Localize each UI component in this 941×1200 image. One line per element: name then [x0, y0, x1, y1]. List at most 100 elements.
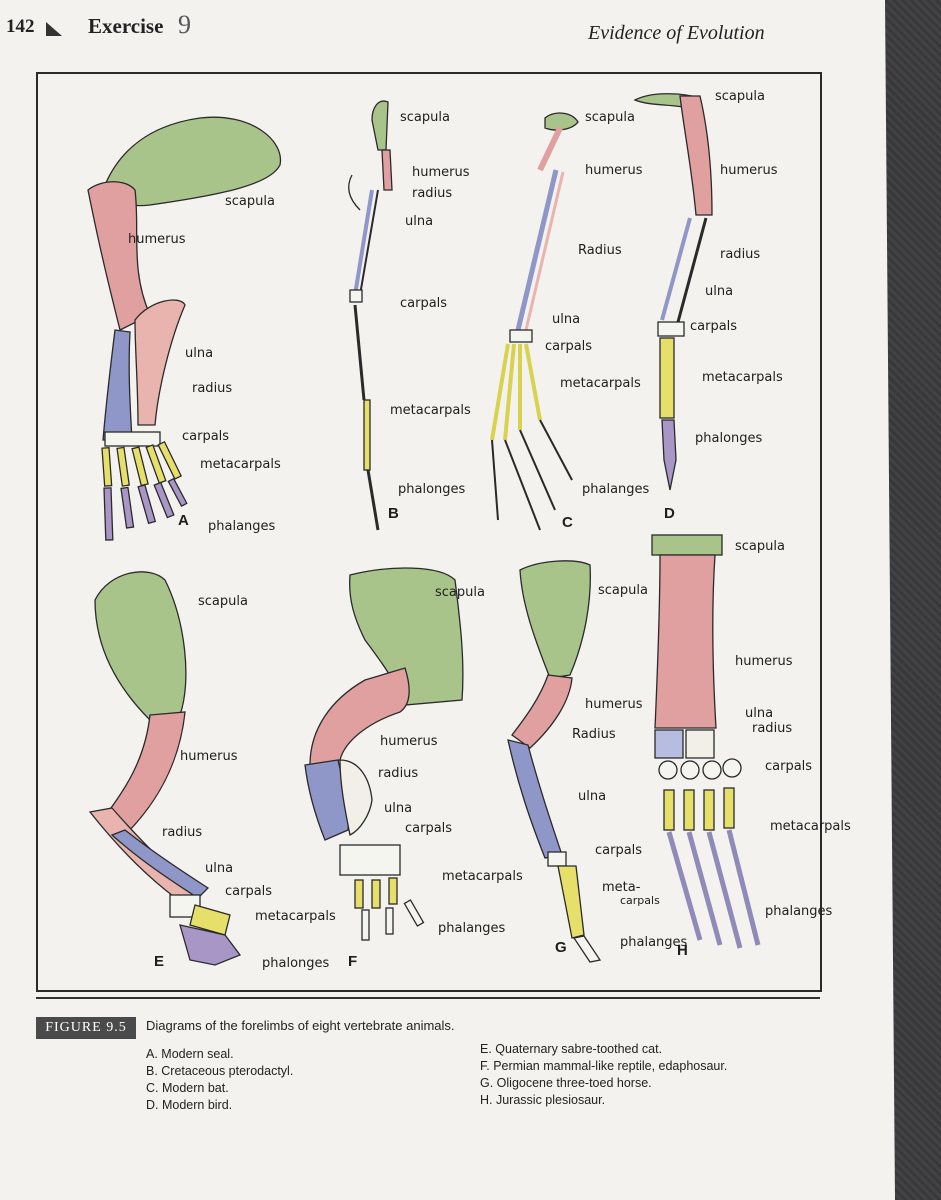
legend-item-d: D. Modern bird.	[146, 1098, 233, 1112]
h-label-scapula: scapula	[735, 539, 785, 554]
f-metacarpals	[354, 877, 398, 909]
b-carpals	[349, 289, 363, 303]
b-ulna	[359, 189, 379, 296]
panel-letter-d: D	[664, 505, 675, 522]
f-scapula	[349, 567, 464, 706]
b-label-radius: radius	[412, 186, 452, 201]
c-label-phalanges: phalanges	[582, 482, 650, 497]
b-humerus	[381, 149, 393, 191]
panel-letter-e: E	[154, 953, 164, 970]
h-ulna	[685, 729, 715, 759]
b-label-carpals: carpals	[400, 296, 447, 311]
c-label-ulna: ulna	[552, 312, 580, 327]
panel-b-limb	[348, 100, 393, 531]
e-label-scapula: scapula	[198, 594, 248, 609]
f-label-scapula: scapula	[435, 585, 485, 600]
g-label-humerus: humerus	[585, 697, 643, 712]
c-phalanges	[491, 419, 573, 531]
e-label-radius: radius	[162, 825, 202, 840]
panel-h-limb	[651, 534, 761, 949]
panel-c-limb	[490, 112, 579, 531]
c-ulna	[524, 171, 565, 331]
e-label-ulna: ulna	[205, 861, 233, 876]
c-label-metacarpals: metacarpals	[560, 376, 641, 391]
f-label-radius: radius	[378, 766, 418, 781]
g-phalanges	[572, 935, 602, 963]
d-label-ulna: ulna	[705, 284, 733, 299]
panel-a-limb	[87, 116, 282, 541]
panel-e-limb	[88, 571, 242, 966]
d-label-radius: radius	[720, 247, 760, 262]
a-label-scapula: scapula	[225, 194, 275, 209]
c-label-radius: Radius	[578, 243, 622, 258]
b-label-ulna: ulna	[405, 214, 433, 229]
c-carpals	[509, 329, 533, 343]
b-radius	[353, 189, 374, 296]
a-label-carpals: carpals	[182, 429, 229, 444]
c-scapula	[544, 112, 579, 131]
c-label-humerus: humerus	[585, 163, 643, 178]
legend-item-b: B. Cretaceous pterodactyl.	[146, 1064, 294, 1078]
d-label-humerus: humerus	[720, 163, 778, 178]
a-scapula	[104, 116, 282, 207]
e-scapula	[94, 571, 187, 721]
panel-g-limb	[507, 560, 602, 963]
c-humerus	[537, 126, 563, 172]
e-label-humerus: humerus	[180, 749, 238, 764]
g-humerus	[511, 674, 573, 749]
panel-letter-b: B	[388, 505, 399, 522]
h-label-carpals: carpals	[765, 759, 812, 774]
a-label-phalanges: phalanges	[208, 519, 276, 534]
a-ulna	[134, 299, 186, 426]
d-label-metacarpals: metacarpals	[702, 370, 783, 385]
a-humerus	[87, 181, 151, 331]
running-title: Evidence of Evolution	[588, 22, 765, 44]
d-ulna	[676, 217, 708, 323]
f-label-phalanges: phalanges	[438, 921, 506, 936]
f-label-ulna: ulna	[384, 801, 412, 816]
panel-letter-h: H	[677, 942, 688, 959]
c-label-carpals: carpals	[545, 339, 592, 354]
d-metacarpals	[659, 337, 675, 419]
g-label-metacarpals-2: carpals	[620, 894, 660, 907]
e-label-phalanges: phalonges	[262, 956, 330, 971]
f-label-carpals: carpals	[405, 821, 452, 836]
h-carpals	[658, 758, 742, 780]
page-marker-icon	[46, 22, 62, 36]
f-phalanges	[361, 899, 425, 941]
h-label-ulna: ulna	[745, 706, 773, 721]
c-label-scapula: scapula	[585, 110, 635, 125]
h-phalanges	[666, 829, 761, 949]
h-metacarpals	[663, 787, 735, 831]
legend-item-h: H. Jurassic plesiosaur.	[480, 1093, 606, 1107]
figure-tag: FIGURE 9.5	[36, 1017, 136, 1039]
g-label-phalanges: phalanges	[620, 935, 688, 950]
e-label-carpals: carpals	[225, 884, 272, 899]
f-label-metacarpals: metacarpals	[442, 869, 523, 884]
g-scapula	[519, 560, 591, 679]
h-label-phalanges: phalanges	[765, 904, 833, 919]
b-label-metacarpals: metacarpals	[390, 403, 471, 418]
c-radius	[515, 169, 559, 331]
a-label-metacarpals: metacarpals	[200, 457, 281, 472]
caption-rule	[36, 997, 820, 999]
exercise-number: 9	[178, 10, 191, 39]
panel-letter-f: F	[348, 953, 357, 970]
g-label-radius: Radius	[572, 727, 616, 742]
f-humerus	[309, 667, 410, 766]
a-metacarpals	[101, 440, 183, 487]
g-metacarpals	[557, 865, 585, 939]
b-phalanges	[366, 469, 380, 531]
d-phalanges	[661, 419, 677, 491]
f-carpals	[339, 844, 401, 876]
f-label-humerus: humerus	[380, 734, 438, 749]
legend-right: E. Quaternary sabre-toothed cat. F. Perm…	[480, 1041, 727, 1109]
legend-left: A. Modern seal. B. Cretaceous pterodacty…	[146, 1046, 293, 1114]
d-label-carpals: carpals	[690, 319, 737, 334]
panel-letter-c: C	[562, 514, 573, 531]
g-label-carpals: carpals	[595, 843, 642, 858]
d-carpals	[657, 321, 685, 337]
a-radius	[102, 329, 133, 441]
figure-caption: Diagrams of the forelimbs of eight verte…	[146, 1018, 455, 1033]
a-label-humerus: humerus	[128, 232, 186, 247]
